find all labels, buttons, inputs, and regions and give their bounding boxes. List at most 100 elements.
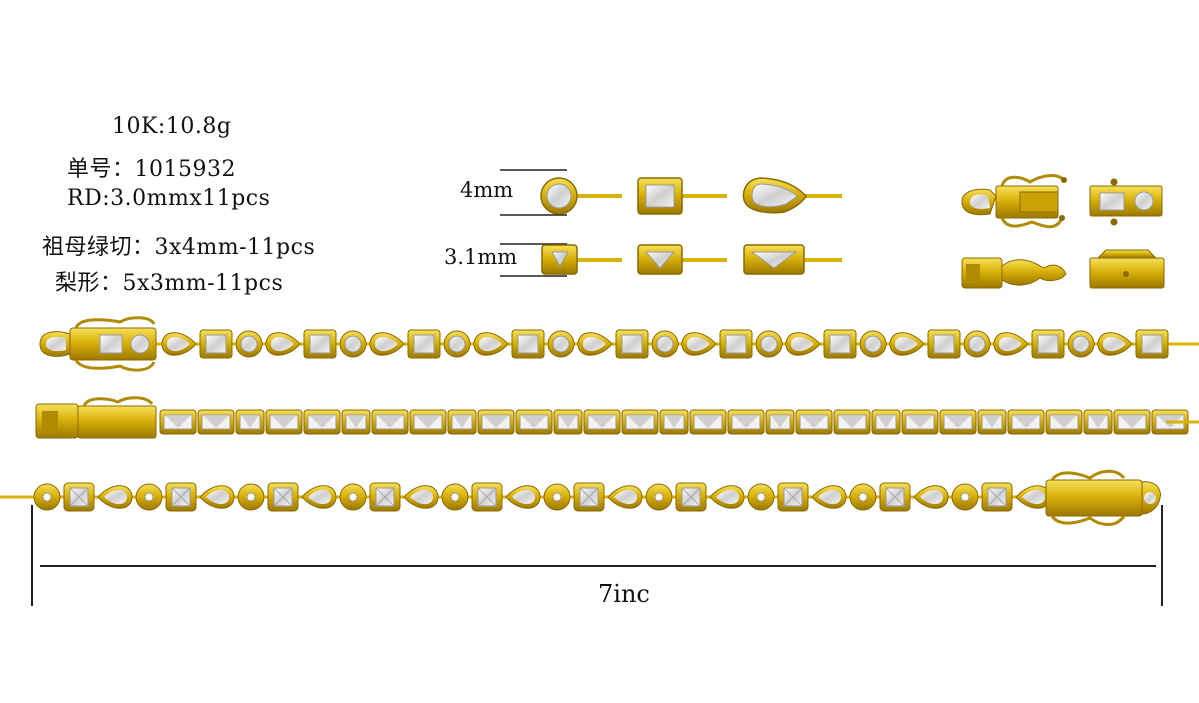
- bracelet-back-view: [0, 469, 1161, 526]
- pear-link: [1097, 332, 1133, 356]
- round-link: [547, 330, 575, 358]
- side-link: [197, 409, 235, 435]
- side-link: [583, 409, 621, 435]
- side-link: [265, 409, 303, 435]
- pear-link: [473, 332, 509, 356]
- side-link: [1045, 409, 1083, 435]
- pear-stone-spec: 梨形：5x3mm-11pcs: [55, 271, 284, 296]
- side-link: [447, 409, 477, 435]
- round-link: [441, 483, 469, 511]
- side-link: [303, 409, 341, 435]
- pear-link: [403, 485, 439, 509]
- emerald-link: [1031, 329, 1065, 359]
- emerald-link: [303, 329, 337, 359]
- round-link: [747, 483, 775, 511]
- round-stone-side-icon: [541, 244, 622, 275]
- emerald-link: [369, 482, 401, 512]
- length-dimension-line: [31, 505, 1163, 606]
- side-link: [795, 409, 833, 435]
- pear-link: [265, 332, 301, 356]
- pear-link: [785, 332, 821, 356]
- pear-link: [913, 485, 949, 509]
- emerald-link: [675, 482, 707, 512]
- round-link: [1067, 330, 1095, 358]
- side-link: [871, 409, 901, 435]
- bracelet-side-view: [35, 396, 1199, 439]
- emerald-link: [1135, 329, 1169, 359]
- round-link: [963, 330, 991, 358]
- round-link: [443, 330, 471, 358]
- side-link: [689, 409, 727, 435]
- pear-link: [993, 332, 1029, 356]
- emerald-link: [407, 329, 441, 359]
- pear-link: [369, 332, 405, 356]
- pear-link: [1015, 485, 1051, 509]
- bracelet-length-label: 7inc: [598, 580, 650, 608]
- round-link: [237, 483, 265, 511]
- emerald-stone-icon: [637, 177, 727, 215]
- side-link: [1113, 409, 1151, 435]
- emerald-link: [879, 482, 911, 512]
- round-link: [339, 330, 367, 358]
- emerald-link: [719, 329, 753, 359]
- bracelet-top-view: [39, 316, 1199, 372]
- side-link: [1083, 409, 1113, 435]
- emerald-link: [511, 329, 545, 359]
- round-link: [543, 483, 571, 511]
- round-link: [135, 483, 163, 511]
- pear-link: [505, 485, 541, 509]
- row-clasp: [39, 316, 157, 372]
- pear-link: [811, 485, 847, 509]
- pear-stone-icon: [742, 177, 842, 214]
- side-link: [553, 409, 583, 435]
- side-link: [477, 409, 515, 435]
- emerald-link: [471, 482, 503, 512]
- side-link: [977, 409, 1007, 435]
- emerald-link: [981, 482, 1013, 512]
- round-stone-icon: [540, 177, 622, 215]
- pear-link: [97, 485, 133, 509]
- side-link: [727, 409, 765, 435]
- side-link: [371, 409, 409, 435]
- emerald-link: [615, 329, 649, 359]
- pear-stone-side-icon: [743, 244, 842, 275]
- pear-link: [681, 332, 717, 356]
- side-link: [1007, 409, 1045, 435]
- round-link: [849, 483, 877, 511]
- round-link: [755, 330, 783, 358]
- round-link: [645, 483, 673, 511]
- emerald-link: [63, 482, 95, 512]
- round-link: [859, 330, 887, 358]
- round-stone-spec: RD:3.0mmx11pcs: [67, 186, 271, 211]
- emerald-link: [165, 482, 197, 512]
- side-link: [235, 409, 265, 435]
- side-link: [765, 409, 795, 435]
- pear-link: [607, 485, 643, 509]
- emerald-link: [199, 329, 233, 359]
- pear-link: [577, 332, 613, 356]
- weight-spec: 10K:10.8g: [112, 114, 232, 139]
- round-link: [339, 483, 367, 511]
- emerald-link: [927, 329, 961, 359]
- round-link: [951, 483, 979, 511]
- emerald-link: [573, 482, 605, 512]
- side-link: [939, 409, 977, 435]
- side-link: [621, 409, 659, 435]
- side-link: [409, 409, 447, 435]
- side-link: [833, 409, 871, 435]
- round-link: [235, 330, 263, 358]
- emerald-stone-side-icon: [637, 244, 727, 275]
- order-number: 单号：1015932: [67, 157, 236, 182]
- pear-link: [161, 332, 197, 356]
- row-clasp: [1045, 469, 1161, 526]
- box-clasp-icon: [961, 174, 1067, 229]
- emerald-link: [823, 329, 857, 359]
- side-link: [901, 409, 939, 435]
- side-link: [659, 409, 689, 435]
- round-link: [651, 330, 679, 358]
- side-link: [515, 409, 553, 435]
- round-link: [33, 483, 61, 511]
- pear-link: [889, 332, 925, 356]
- pear-link: [199, 485, 235, 509]
